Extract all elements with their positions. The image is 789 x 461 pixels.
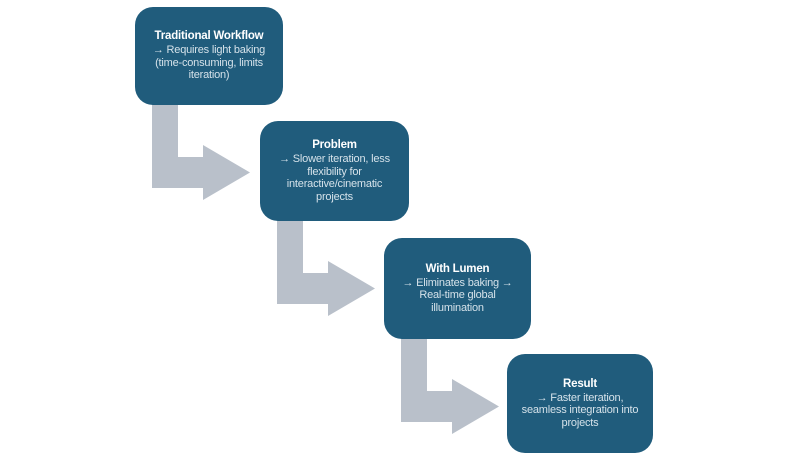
step-title: With Lumen (425, 262, 490, 275)
elbow-arrow-2 (277, 220, 375, 316)
step-box-problem: Problem → Slower iteration, less flexibi… (260, 121, 409, 221)
step-body: → Requires light baking (time-consuming,… (152, 44, 266, 82)
elbow-arrow-1 (152, 104, 250, 200)
step-body: → Slower iteration, less flexibility for… (279, 153, 390, 203)
step-box-with-lumen: With Lumen → Eliminates baking → Real-ti… (384, 238, 531, 339)
step-body: → Eliminates baking → Real-time global i… (402, 276, 513, 314)
elbow-arrow-3 (401, 338, 499, 434)
step-title: Result (563, 377, 597, 390)
step-title: Problem (312, 139, 357, 151)
step-body: → Faster iteration, seamless integration… (521, 391, 639, 429)
step-title: Traditional Workflow (154, 30, 264, 43)
step-box-traditional-workflow: Traditional Workflow → Requires light ba… (135, 7, 283, 105)
step-box-result: Result → Faster iteration, seamless inte… (507, 354, 653, 453)
